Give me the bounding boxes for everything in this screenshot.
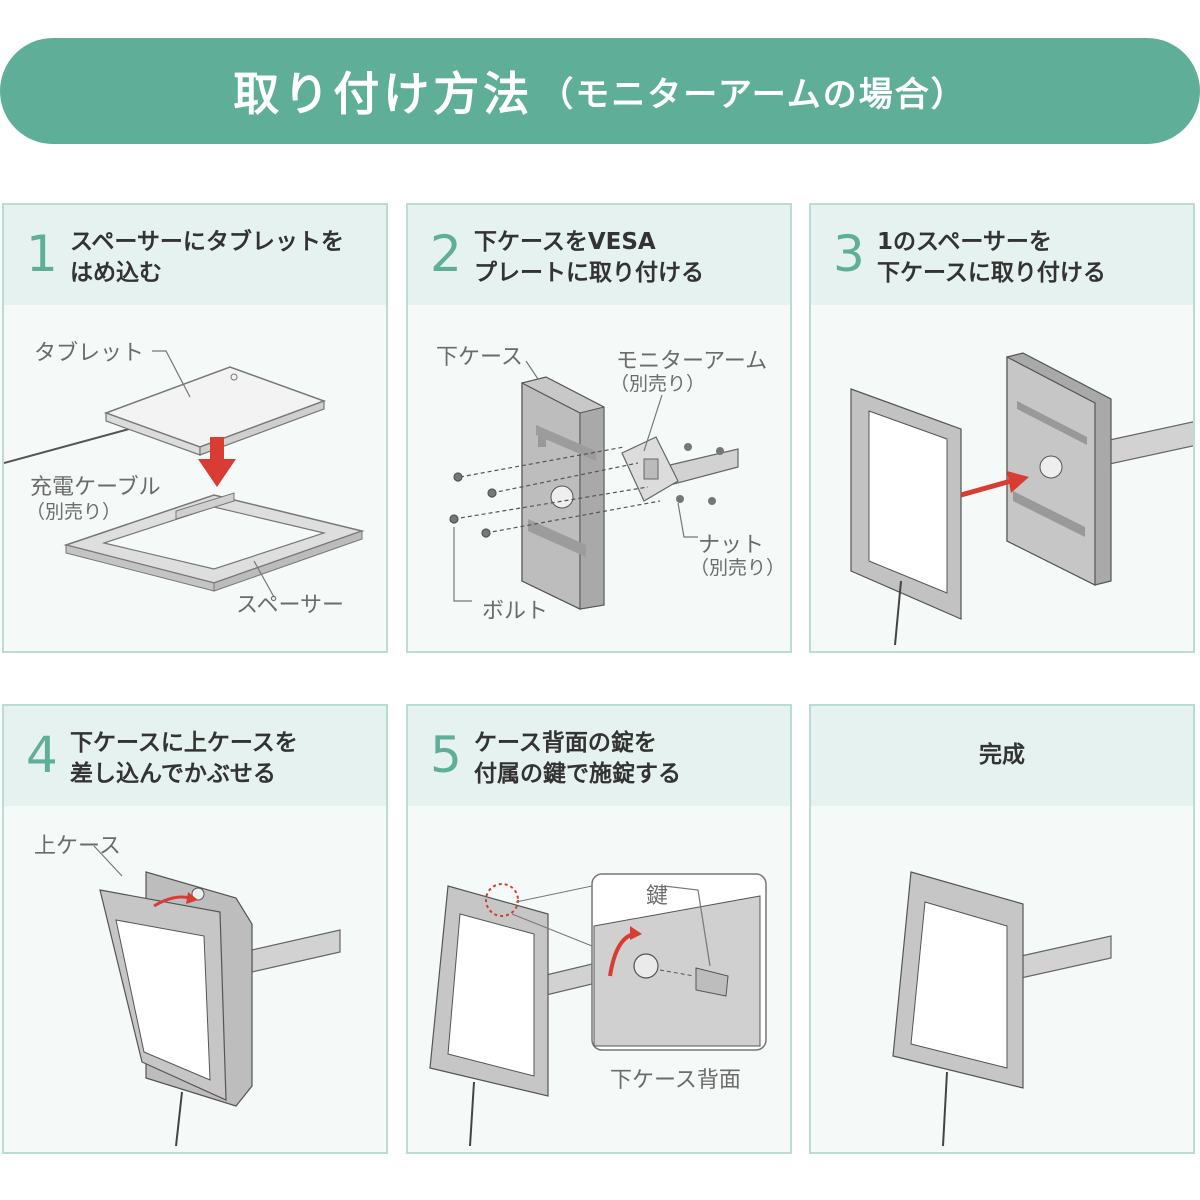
insert-arrow [198,437,236,487]
nuts [676,443,724,505]
charging-cable [894,580,902,646]
insert-arrow-head [186,892,198,904]
step-number: 1 [26,225,58,283]
monitor-arm [541,963,593,997]
step-3-panel: 3 1のスペーサーを 下ケースに取り付ける [809,203,1195,653]
monitor-arm [251,929,341,973]
step-5-header: 5 ケース背面の錠を 付属の鍵で施錠する [408,706,790,806]
complete-header: 完成 [811,706,1193,806]
nut-label: ナット [698,533,765,558]
complete-title: 完成 [979,742,1025,768]
upper-case [99,889,227,1101]
lower-case [521,376,605,610]
upper-case-label: 上ケース [34,834,121,859]
complete-panel: 完成 [809,704,1195,1154]
step-2-illustration [449,360,739,610]
spacer-label: スペーサー [236,593,345,618]
charging-cable [4,424,145,464]
step-title: 1のスペーサーを 下ケースに取り付ける [877,229,1106,286]
lock-cylinder [633,953,659,979]
step-3-illustration [850,352,1193,646]
step-1-illustration [4,350,365,598]
monitor-arm [1020,935,1112,979]
step-3-header: 3 1のスペーサーを 下ケースに取り付ける [811,205,1193,305]
step-2-panel: 2 下ケースをVESA プレートに取り付ける [406,203,792,653]
bolt-label: ボルト [482,599,549,624]
step-title: スペーサーにタブレットを はめ込む [70,229,344,286]
step-4-illustration [93,845,341,1147]
tablet-label: タブレット [34,341,145,366]
lower-case [1006,352,1112,586]
assembled-case [892,871,1024,1089]
step-title: ケース背面の錠を 付属の鍵で施錠する [474,730,681,787]
monitor-arm [669,448,739,486]
cable-note-label: （別売り） [26,501,122,523]
bolts [449,446,661,538]
step-number: 4 [26,726,58,784]
monitor-arm [1104,421,1193,466]
step-5-panel: 5 ケース背面の錠を 付属の鍵で施錠する 鍵 下ケース背面 [406,704,792,1154]
charging-cable [469,1081,475,1147]
complete-illustration [892,871,1112,1147]
step-title: 下ケースに上ケースを 差し込んでかぶせる [70,730,298,787]
monitor-arm-label: モニターアーム [616,349,768,374]
nut-note-label: （別売り） [690,557,786,579]
cable-label: 充電ケーブル [30,475,161,500]
step-number: 5 [430,726,462,784]
page-subtitle: （モニターアームの場合） [539,74,967,115]
key-icon [695,967,729,997]
attach-arrow [960,471,1029,498]
step-number: 2 [430,225,462,283]
key-label: 鍵 [646,884,669,909]
spacer-frame [850,388,962,620]
step-1-panel: 1 スペーサーにタブレットを はめ込む [2,203,388,653]
title-banner: 取り付け方法 （モニターアームの場合） [0,38,1200,144]
charging-cable [175,1091,183,1147]
step-1-header: 1 スペーサーにタブレットを はめ込む [4,205,386,305]
lower-case-label: 下ケース [436,345,523,370]
back-label: 下ケース背面 [610,1068,741,1093]
monitor-arm-note-label: （別売り） [610,373,706,395]
step-5-illustration [429,873,767,1147]
page-title: 取り付け方法 [233,67,534,121]
lock-position-marker [485,883,519,917]
assembled-case [429,885,549,1097]
charging-cable [942,1071,948,1147]
tablet-device [103,366,327,456]
step-4-panel: 4 下ケースに上ケースを 差し込んでかぶせる 上ケース [2,704,388,1154]
step-number: 3 [833,225,865,283]
step-2-header: 2 下ケースをVESA プレートに取り付ける [408,205,790,305]
vesa-plate [621,436,679,502]
step-4-header: 4 下ケースに上ケースを 差し込んでかぶせる [4,706,386,806]
back-detail-inset [591,873,767,1051]
spacer-frame [63,492,365,592]
step-title: 下ケースをVESA プレートに取り付ける [474,229,704,286]
